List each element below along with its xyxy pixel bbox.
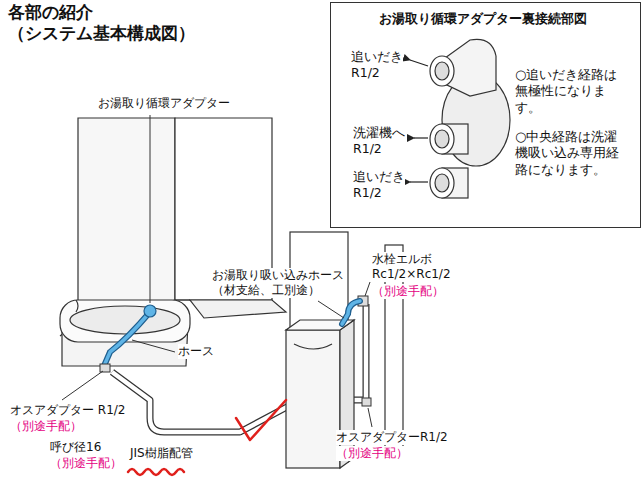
- text-line: R1/2: [353, 141, 405, 157]
- text-line: お湯取り吸い込みホース: [212, 268, 344, 283]
- port-label: 洗濯機へ R1/2: [353, 125, 405, 156]
- note-text: ○追いだき経路は無極性になります。: [515, 67, 627, 116]
- left-wall: [78, 118, 175, 322]
- text-line: R1/2: [351, 65, 403, 81]
- port-thread: [435, 174, 449, 192]
- adapter-back-view: [430, 39, 510, 198]
- port-label: 追いだき R1/2: [353, 169, 405, 200]
- note-text: ○中央経路は洗濯機吸い込み専用経路になります。: [515, 129, 627, 178]
- port-opening: [430, 168, 454, 198]
- port-opening: [430, 124, 454, 154]
- text-line: 追いだき: [351, 49, 403, 65]
- port-arrow: [414, 137, 428, 138]
- leader-line: [318, 301, 344, 318]
- part-label: 呼び径16: [50, 440, 101, 455]
- port-thread: [435, 62, 449, 80]
- port-arrow: [410, 181, 428, 182]
- leader-lines: [62, 115, 372, 427]
- port-thread: [435, 130, 449, 148]
- leader-line: [132, 340, 175, 352]
- text-line: Rc1/2×Rc1/2: [372, 267, 451, 282]
- text-line: （材支給、工別途）: [212, 283, 344, 298]
- adapter-symbol: [144, 305, 156, 317]
- leader-line: [365, 282, 370, 296]
- part-label: JIS樹脂配管: [130, 446, 193, 461]
- text-line: 洗濯機へ: [353, 125, 405, 141]
- inset-heading: お湯取り循環アダプター裏接続部図: [331, 11, 635, 27]
- text-line: R1/2: [353, 185, 405, 201]
- red-marks: [128, 400, 286, 475]
- text-line: 水栓エルボ: [372, 252, 451, 267]
- text-line: （システム基本構成図）: [8, 23, 195, 44]
- port-opening: [430, 56, 454, 86]
- bathtub: [60, 300, 190, 366]
- check-mark: [236, 400, 286, 440]
- tub-grip: [76, 300, 78, 312]
- hose-body: [104, 312, 150, 366]
- part-label: ホース: [178, 344, 214, 359]
- part-label: お湯取り循環アダプター: [98, 96, 230, 111]
- hose-outline: [104, 312, 150, 366]
- text-line: 各部の紹介: [8, 2, 195, 23]
- male-adapter: [100, 364, 110, 372]
- part-label: オスアダプターR1/2: [336, 430, 448, 445]
- leader-line: [150, 115, 151, 303]
- leader-line: [62, 371, 103, 400]
- part-label: オスアダプター R1/2: [10, 403, 125, 418]
- hose-body: [342, 301, 360, 324]
- tub-basin: [70, 306, 180, 334]
- washer-lid: [294, 344, 332, 349]
- port-arrow: [410, 60, 428, 66]
- bath-hose: [100, 305, 156, 372]
- hose-outline: [342, 301, 360, 324]
- supply-note: （別途手配）: [10, 419, 82, 434]
- inset-box: お湯取り循環アダプター裏接続部図追いだき R1/2洗濯機へ R1/2追いだき R…: [330, 2, 641, 228]
- part-label: お湯取り吸い込みホース （材支給、工別途）: [212, 268, 344, 298]
- washer-front: [286, 330, 340, 468]
- text-line: 追いだき: [353, 169, 405, 185]
- bench-slab: [190, 300, 286, 318]
- male-adapter: [362, 398, 371, 406]
- washer-hose: [342, 296, 371, 406]
- page-title: 各部の紹介 （システム基本構成図）: [8, 2, 195, 45]
- port-arrows: [410, 60, 428, 182]
- leader-line: [368, 408, 372, 427]
- squiggle-mark: [128, 469, 184, 475]
- supply-note: （別途手配）: [50, 456, 122, 471]
- supply-note: （別途手配）: [372, 284, 444, 299]
- supply-note: （別途手配）: [336, 446, 408, 461]
- part-label: 水栓エルボ Rc1/2×Rc1/2: [372, 252, 451, 282]
- port-label: 追いだき R1/2: [351, 49, 403, 80]
